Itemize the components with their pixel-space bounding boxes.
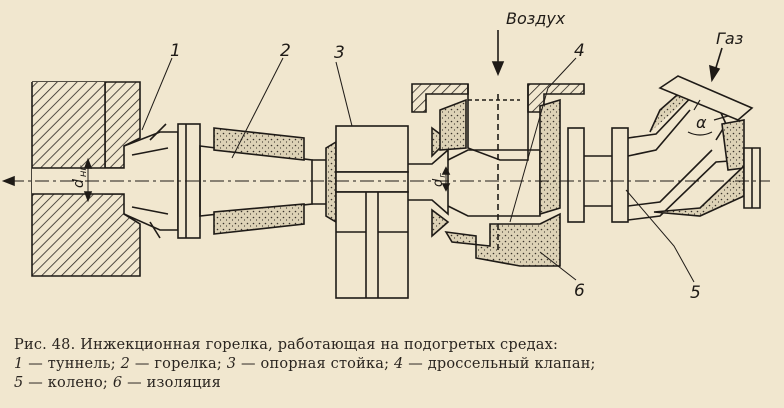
caption-title: Рис. 48. Инжекционная горелка, работающа… (14, 337, 559, 353)
label-gas: Газ (716, 29, 743, 48)
legend-text-3: — опорная стойка; (236, 356, 394, 372)
legend-text-2: — горелка; (130, 356, 227, 372)
label-d-ng: dнг (71, 165, 89, 188)
legend-num-4: 4 (393, 356, 404, 372)
caption-legend-line-1: 1 — туннель; 2 — горелка; 3 — опорная ст… (14, 355, 778, 374)
flow-arrow-left (1, 175, 15, 187)
diameter-marker-ng (83, 157, 93, 203)
leader-lines (141, 57, 695, 283)
air-inlet-housing (411, 83, 585, 267)
label-d-g: dг (431, 173, 448, 187)
label-num-2: 2 (280, 41, 291, 61)
caption-legend-line-2: 5 — колено; 6 — изоляция (14, 374, 778, 393)
label-num-5: 5 (690, 283, 701, 303)
legend-num-6: 6 (112, 375, 123, 391)
label-num-3: 3 (334, 43, 345, 63)
label-air: Воздух (506, 9, 566, 28)
legend-text-5: — колено; (23, 375, 113, 391)
label-num-6: 6 (574, 281, 585, 301)
gas-arrow (709, 47, 723, 83)
legend-text-6: — изоляция (122, 375, 221, 391)
legend-num-1: 1 (14, 356, 24, 372)
label-angle: α (696, 113, 707, 132)
label-num-1: 1 (170, 41, 181, 61)
burner-body (199, 127, 337, 235)
support-stand (335, 125, 409, 299)
legend-text-1: — туннель; (23, 356, 121, 372)
burner-diagram: Воздух Газ α 1 2 3 4 5 6 dнг dг (1, 9, 770, 303)
diameter-marker-g (441, 166, 451, 192)
legend-text-4: — дроссельный клапан; (403, 356, 596, 372)
legend-num-2: 2 (120, 356, 131, 372)
figure-caption: Рис. 48. Инжекционная горелка, работающа… (14, 336, 778, 393)
legend-num-5: 5 (14, 375, 24, 391)
gas-pipe (567, 75, 761, 223)
air-arrow (491, 30, 505, 77)
tunnel-wall (31, 81, 141, 277)
legend-num-3: 3 (226, 356, 237, 372)
label-num-4: 4 (574, 41, 585, 61)
